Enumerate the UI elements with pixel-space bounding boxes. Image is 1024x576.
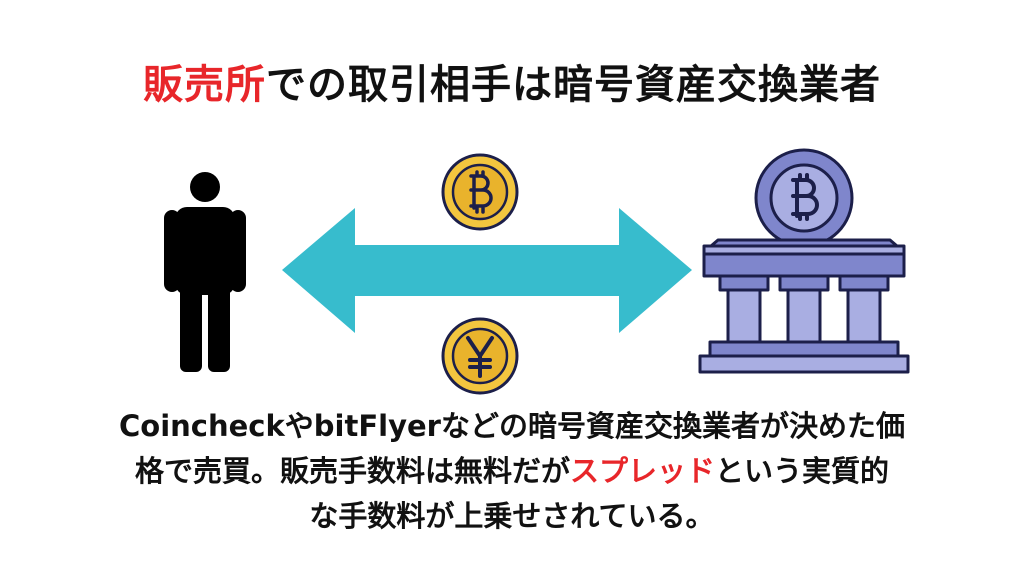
description: CoincheckやbitFlyerなどの暗号資産交換業者が決めた価 格で売買。… <box>40 404 984 539</box>
description-highlight: スプレッド <box>569 454 715 488</box>
title-rest: での取引相手は暗号資産交換業者 <box>266 62 881 108</box>
double-arrow-icon <box>282 208 692 333</box>
page-title: 販売所での取引相手は暗号資産交換業者 <box>0 52 1024 110</box>
description-line-2-before: 格で売買。販売手数料は無料だが <box>134 454 570 488</box>
description-line-2-after: という実質的 <box>715 454 890 488</box>
person-icon <box>164 172 246 372</box>
bitcoin-coin-icon <box>441 153 519 231</box>
description-line-2: 格で売買。販売手数料は無料だがスプレッドという実質的 <box>40 449 984 494</box>
description-line-3: な手数料が上乗せされている。 <box>309 499 715 533</box>
bitcoin-bank-icon <box>698 148 910 374</box>
title-highlight: 販売所 <box>143 62 266 108</box>
description-line-1: CoincheckやbitFlyerなどの暗号資産交換業者が決めた価 <box>119 409 905 443</box>
yen-coin-icon <box>441 317 519 395</box>
